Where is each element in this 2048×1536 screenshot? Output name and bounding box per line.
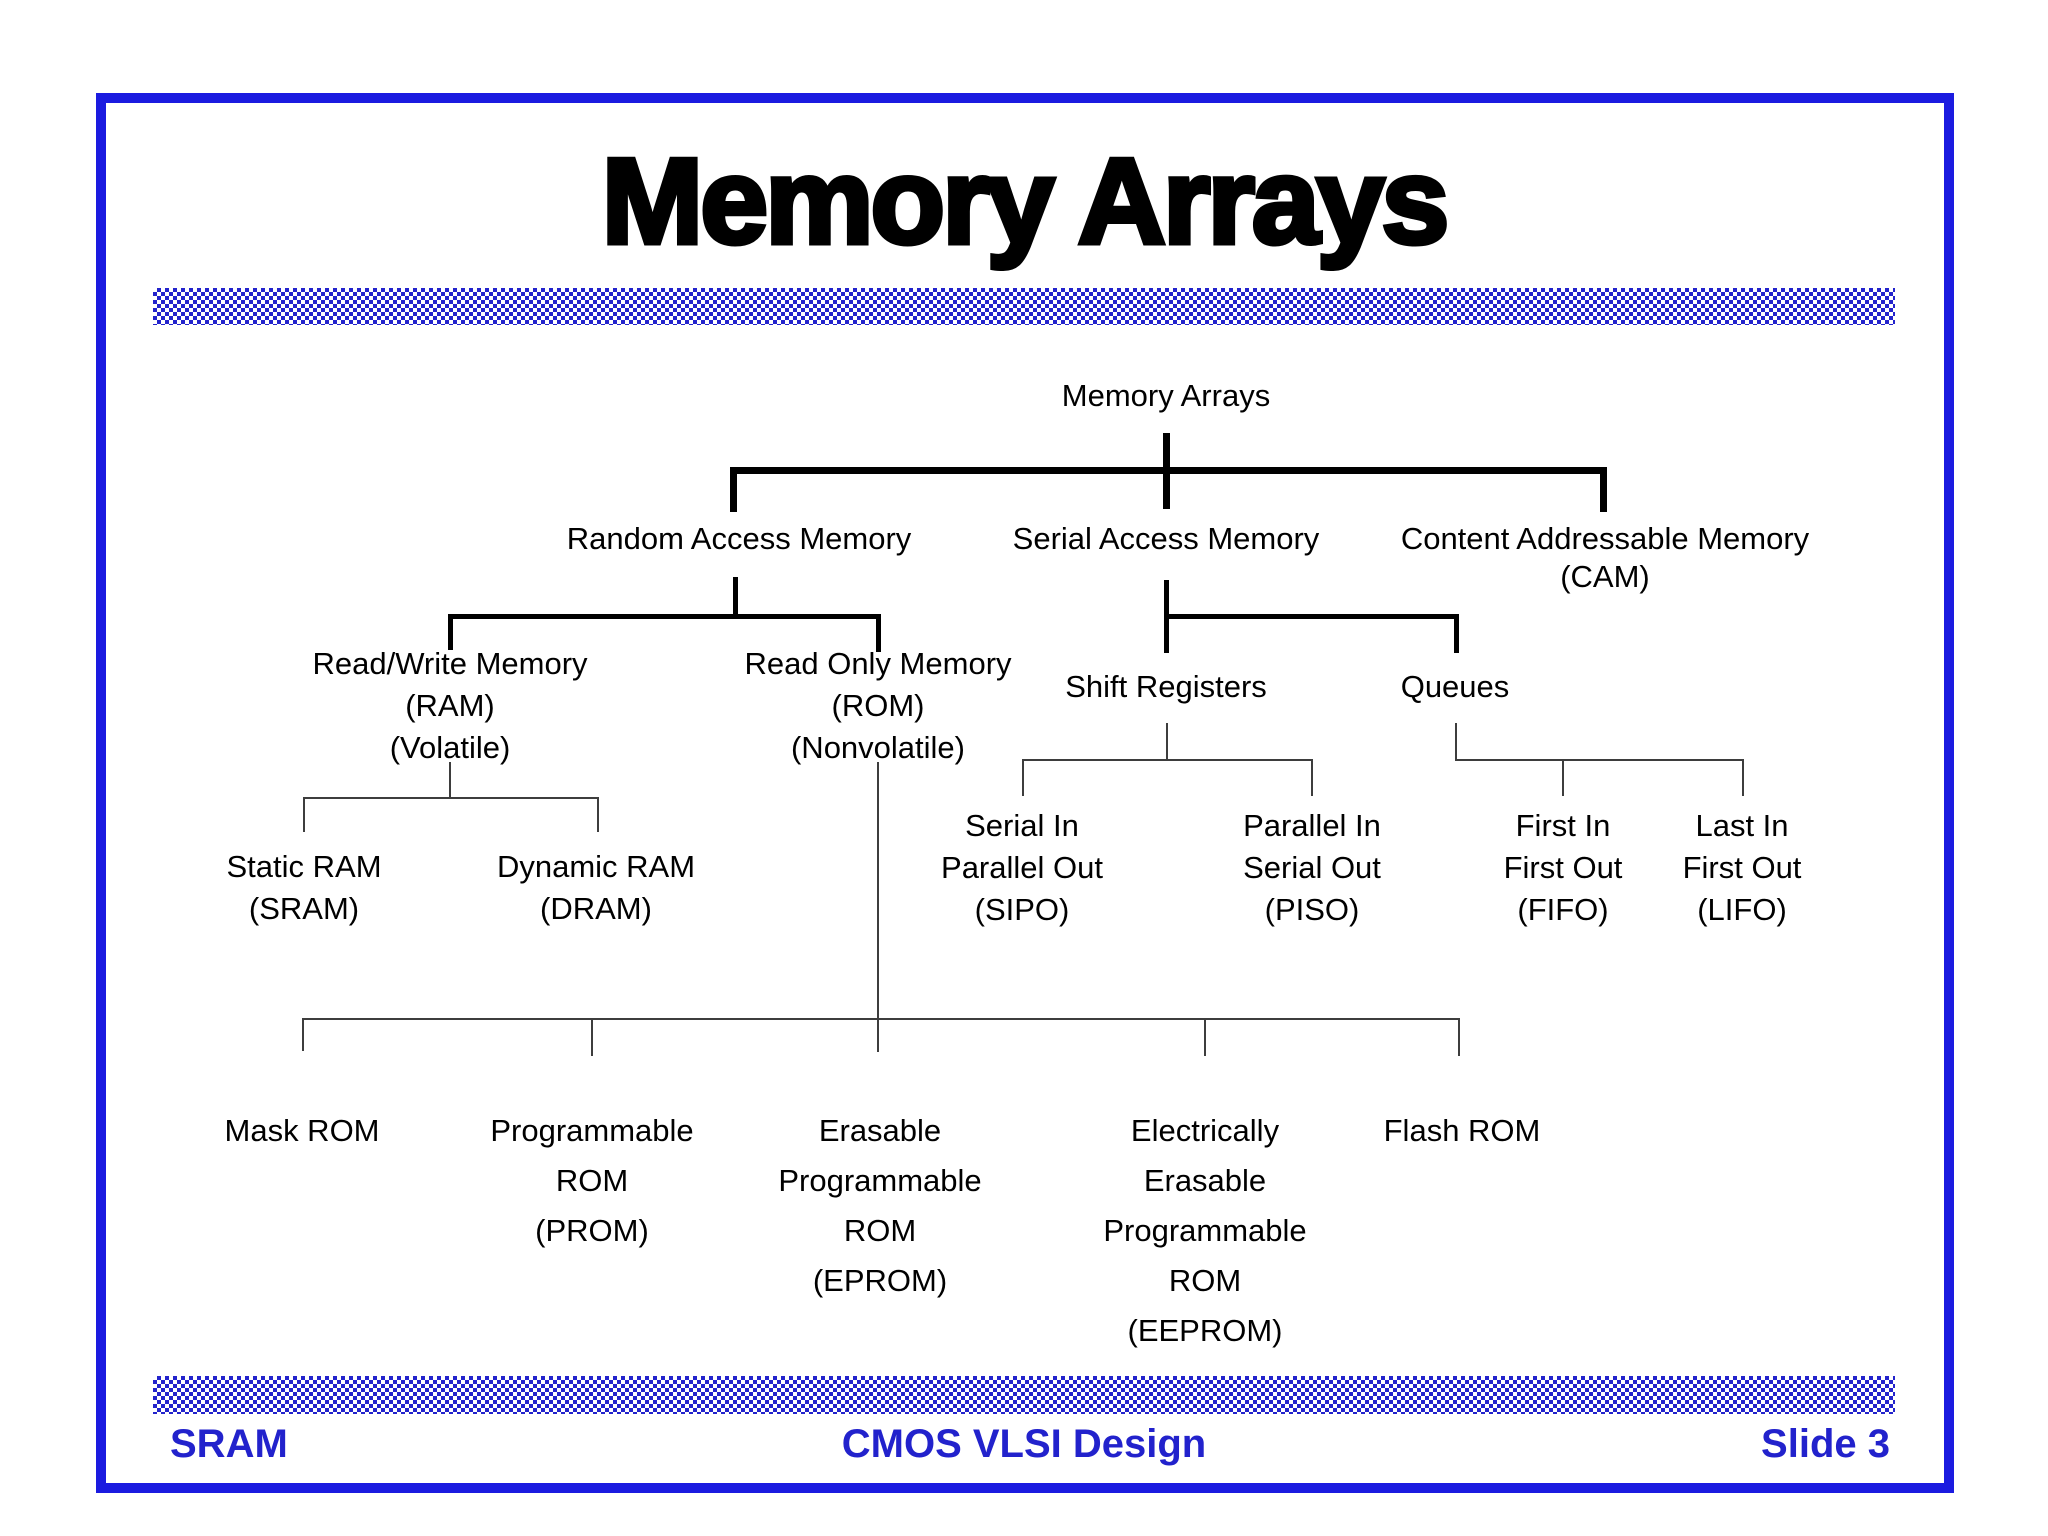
connector-piso-stub [1311,759,1313,796]
node-static-ram: Static RAM (SRAM) [226,849,382,926]
connector-ram-stub [730,467,737,512]
node-serial-access-memory: Serial Access Memory [1012,521,1320,556]
footer-left-label: SRAM [170,1422,288,1466]
connector-prom-stub [591,1018,593,1056]
connector-queues-stub [1454,614,1459,653]
connector-shift-horizontal [1022,759,1313,761]
connector-dram-stub [597,797,599,832]
node-prom: Programmable ROM (PROM) [490,1113,694,1248]
connector-queues-vertical [1455,723,1457,761]
node-content-addressable-memory: Content Addressable Memory (CAM) [1400,521,1810,594]
node-fifo: First In First Out (FIFO) [1503,808,1623,927]
node-flash-rom: Flash ROM [1383,1113,1541,1148]
connector-shift-vertical [1166,723,1168,761]
connector-rwm-stub [448,614,453,650]
connector-rom-children-horizontal [302,1018,1460,1020]
connector-rwm-vertical [449,762,451,798]
connector-mask-rom-stub [302,1018,304,1051]
footer-center-label: CMOS VLSI Design [841,1422,1207,1466]
node-eeprom: Electrically Erasable Programmable ROM (… [1103,1113,1307,1348]
node-mask-rom: Mask ROM [224,1113,380,1148]
node-read-only-memory: Read Only Memory (ROM) (Nonvolatile) [744,646,1012,765]
node-eprom: Erasable Programmable ROM (EPROM) [778,1113,982,1298]
footer-band [153,1376,1895,1414]
node-piso: Parallel In Serial Out (PISO) [1243,808,1381,927]
connector-sam-horizontal [1164,614,1459,619]
connector-sram-horizontal [303,797,599,799]
connector-rom-stub [876,614,881,652]
connector-sipo-stub [1022,759,1024,796]
node-random-access-memory: Random Access Memory [566,521,912,556]
slide-border [96,93,1954,1493]
connector-root-horizontal [730,467,1607,474]
connector-sram-stub [303,797,305,832]
connector-queues-horizontal [1455,759,1744,761]
node-read-write-memory: Read/Write Memory (RAM) (Volatile) [312,646,588,765]
connector-flash-rom-stub [1458,1018,1460,1056]
connector-ram-horizontal [448,614,881,619]
title-underline-band [153,288,1895,325]
footer-right-label: Slide 3 [1761,1422,1890,1466]
slide-title: Memory Arrays [599,130,1452,271]
node-lifo: Last In First Out (LIFO) [1682,808,1802,927]
connector-fifo-stub [1562,759,1564,796]
connector-lifo-stub [1742,759,1744,796]
node-shift-registers: Shift Registers [1065,669,1267,704]
node-sipo: Serial In Parallel Out (SIPO) [941,808,1103,927]
node-dynamic-ram: Dynamic RAM (DRAM) [496,849,696,926]
connector-eeprom-stub [1204,1018,1206,1056]
connector-ram-vertical [733,577,738,619]
node-queues: Queues [1400,669,1510,704]
node-memory-arrays: Memory Arrays [1061,378,1271,413]
connector-cam-stub [1600,467,1607,512]
connector-rom-long-vertical [877,762,879,1052]
